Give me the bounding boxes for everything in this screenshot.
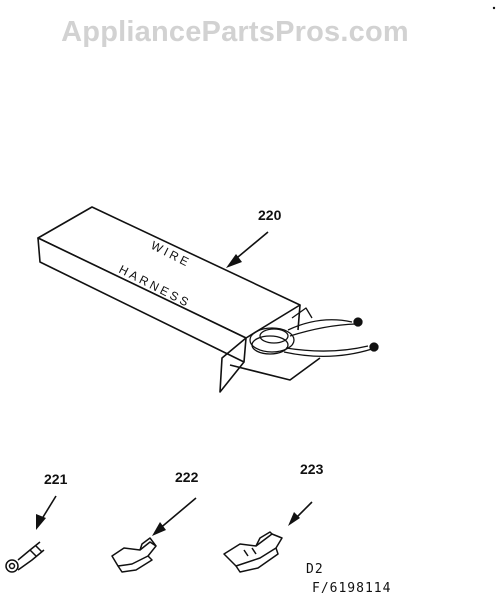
callout-223: 223	[300, 461, 324, 477]
callout-222: 222	[175, 469, 199, 485]
box-end-flap-lower	[229, 357, 321, 381]
box-end-flap	[219, 337, 247, 393]
callout-221-arrow	[36, 495, 57, 530]
insulated-terminal-223	[223, 531, 283, 573]
quick-connect-terminal-222	[111, 537, 157, 573]
callout-222-arrow	[152, 497, 197, 536]
wire-harness-package: WIRE HARNESS	[37, 206, 379, 393]
ring-terminal-221	[5, 541, 45, 573]
coiled-wires	[249, 307, 379, 357]
section-code: D2	[306, 562, 324, 577]
callout-223-arrow	[288, 501, 313, 526]
callout-221: 221	[44, 471, 68, 487]
callout-220: 220	[258, 207, 282, 223]
callout-220-arrow	[226, 231, 269, 268]
figure-code: F/6198114	[312, 581, 391, 596]
stray-dot	[492, 6, 496, 10]
site-watermark: AppliancePartsPros.com	[61, 16, 409, 48]
